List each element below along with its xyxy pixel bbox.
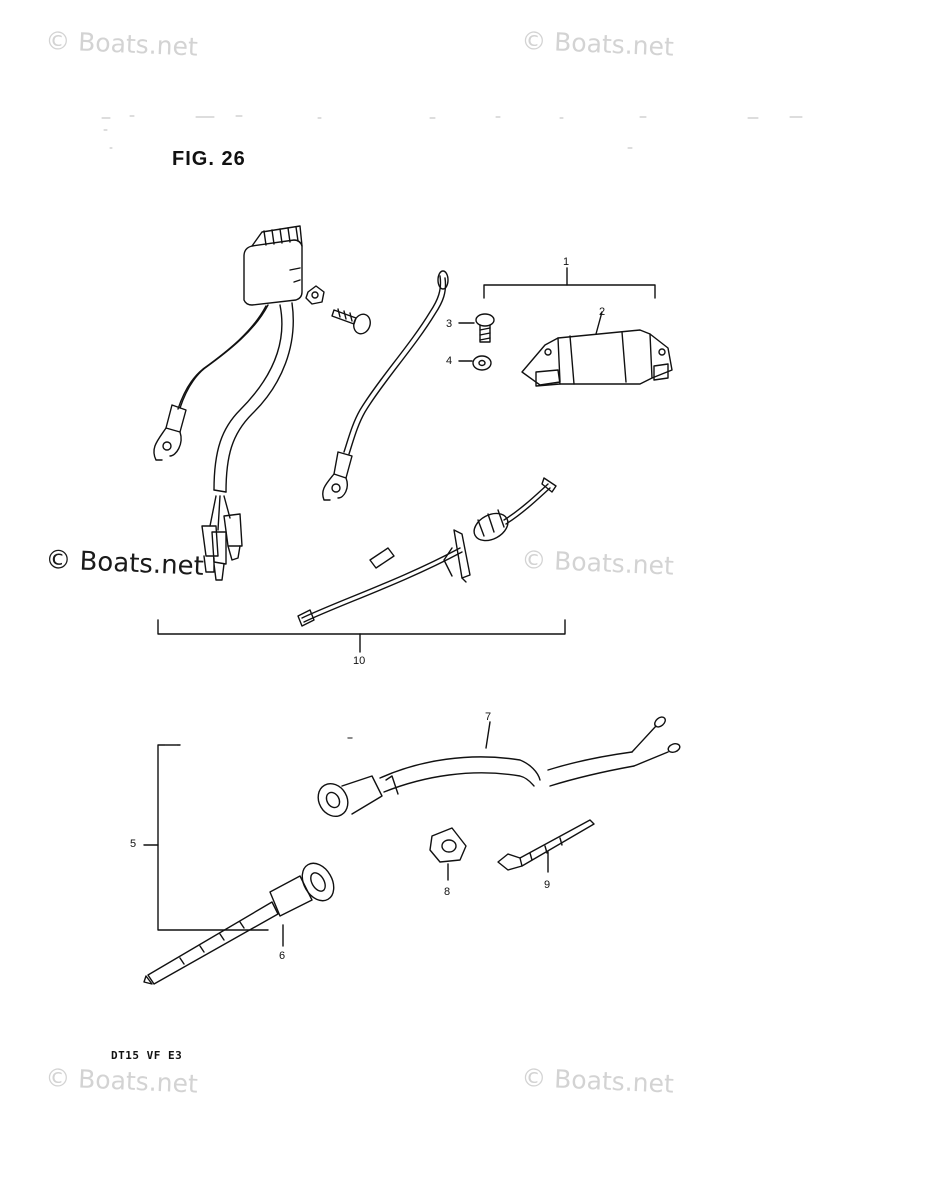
bolt-icon (331, 308, 371, 335)
tie-strap-icon (497, 819, 595, 873)
washer-icon (458, 355, 492, 371)
assembly-bracket-5 (143, 744, 269, 931)
model-code: DT15 VF E3 (111, 1049, 183, 1062)
callout-9[interactable]: 9 (544, 879, 551, 891)
cord-6 (143, 862, 335, 985)
grommet-icon (429, 827, 467, 881)
callout-3[interactable]: 3 (446, 318, 453, 330)
nut-icon (305, 285, 325, 305)
high-tension-cord (297, 477, 557, 627)
lead-wire (322, 270, 449, 501)
figure-title: FIG. 26 (172, 148, 246, 170)
callout-1[interactable]: 1 (563, 256, 570, 268)
callout-4[interactable]: 4 (446, 355, 453, 367)
ignition-coil-icon (521, 311, 673, 387)
callout-7[interactable]: 7 (485, 711, 492, 723)
scan-noise (101, 115, 803, 149)
screw-icon (458, 313, 495, 343)
callout-8[interactable]: 8 (444, 886, 451, 898)
lead-wire-7 (317, 716, 681, 818)
callout-6[interactable]: 6 (279, 950, 286, 962)
assembly-bracket-1 (483, 267, 656, 299)
callout-10[interactable]: 10 (353, 655, 366, 667)
assembly-bracket-10 (157, 619, 566, 653)
rectifier-icon (243, 225, 303, 306)
ground-lead (153, 304, 269, 461)
callout-5[interactable]: 5 (130, 838, 137, 850)
rectifier-harness (201, 302, 294, 581)
